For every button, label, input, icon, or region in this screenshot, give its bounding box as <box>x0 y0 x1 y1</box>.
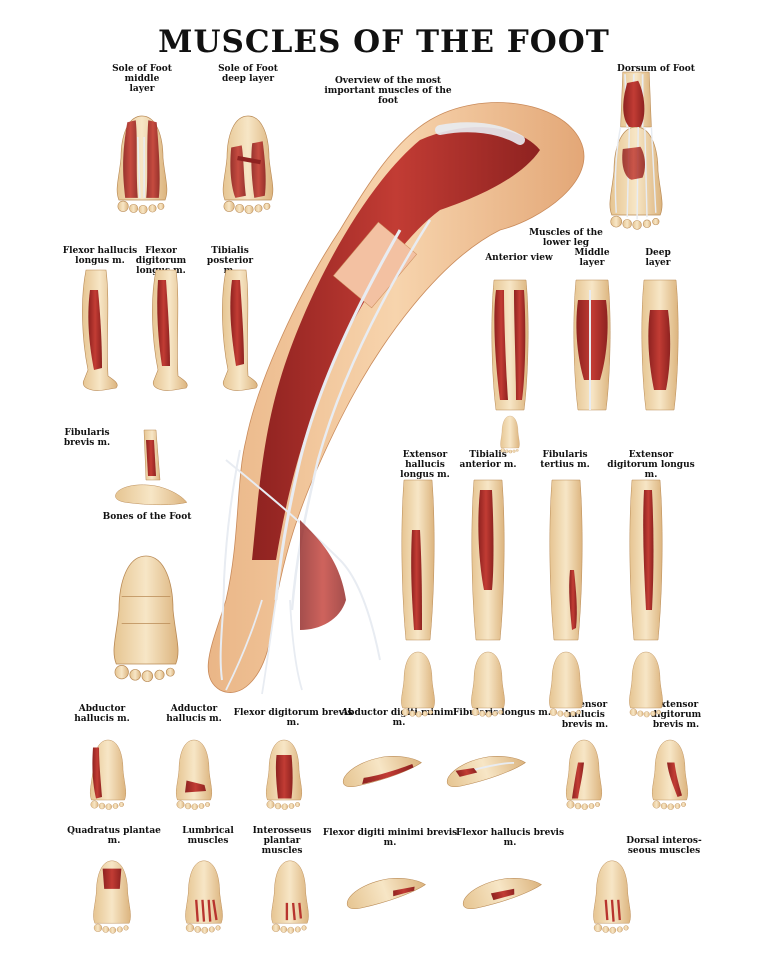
label-sole-middle: Sole of Foot middle layer <box>112 64 172 94</box>
abductor-hallucis-figure <box>89 739 127 810</box>
label-dorsum: Dorsum of Foot <box>617 64 695 74</box>
fibularis-tertius-figure <box>549 479 583 718</box>
label-deep-layer: Deep layer <box>645 248 671 268</box>
label-middle-layer: Middle layer <box>574 248 610 268</box>
sole-middle-figure <box>116 115 168 214</box>
label-anterior-view: Anterior view <box>485 253 553 263</box>
label-extensor-hallucis-longus: Extensor hallucis longus m. <box>400 450 450 480</box>
label-flexor-digiti-minimi-brevis: Flexor digiti minimi brevis m. <box>322 828 458 848</box>
flexor-hallucis-brevis-figure <box>458 865 543 915</box>
interosseous-plantar-figure <box>271 860 309 934</box>
tibialis-posterior-figure <box>222 269 258 391</box>
flexor-hallucis-longus-figure <box>82 269 118 391</box>
label-fibularis-tertius: Fibularis tertius m. <box>540 450 590 470</box>
label-lower-leg: Muscles of the lower leg <box>529 228 603 248</box>
dorsum-figure <box>609 71 663 230</box>
label-sole-deep: Sole of Foot deep layer <box>218 64 278 84</box>
label-quadratus-plantae: Quadratus plantae m. <box>67 826 161 846</box>
page-title: MUSCLES OF THE FOOT <box>158 24 610 60</box>
quadratus-plantae-figure <box>93 860 131 934</box>
label-flexor-hallucis-longus: Flexor hallucis longus m. <box>62 246 138 266</box>
fibularis-longus-figure <box>442 743 527 793</box>
label-overview: Overview of the most important muscles o… <box>324 76 452 106</box>
flexor-digitorum-brevis-figure <box>265 739 303 810</box>
label-lumbrical: Lumbrical muscles <box>182 826 234 846</box>
label-interosseous-plantar: Interosseus plantar muscles <box>252 826 312 856</box>
lumbrical-figure <box>185 860 223 934</box>
abductor-digiti-minimi-figure <box>338 743 423 793</box>
extensor-hallucis-brevis-figure <box>565 739 603 810</box>
label-extensor-digitorum-brevis: Extensor digitorum brevis m. <box>650 700 702 730</box>
bones-of-foot-figure <box>113 555 179 682</box>
middle-layer-figure <box>573 279 611 411</box>
flexor-digitorum-longus-figure <box>152 269 188 391</box>
label-extensor-hallucis-brevis: Extensor hallucis brevis m. <box>561 700 609 730</box>
sole-deep-figure <box>222 115 274 214</box>
label-fibularis-brevis: Fibularis brevis m. <box>63 428 111 448</box>
extensor-digitorum-brevis-figure <box>651 739 689 810</box>
dorsal-interosseous-figure <box>593 860 631 934</box>
label-bones: Bones of the Foot <box>102 512 192 522</box>
label-extensor-digitorum-longus: Extensor digitorum longus m. <box>607 450 695 480</box>
label-tibialis-anterior: Tibialis anterior m. <box>459 450 517 470</box>
tibialis-anterior-figure <box>471 479 505 718</box>
extensor-hallucis-longus-figure <box>401 479 435 718</box>
label-abductor-digiti-minimi: Abductor digiti minimi m. <box>341 708 457 728</box>
deep-layer-figure <box>641 279 679 411</box>
fibularis-brevis-figure <box>115 429 188 506</box>
overview-leg-figure <box>207 102 585 695</box>
label-adductor-hallucis: Adductor hallucis m. <box>166 704 222 724</box>
label-flexor-hallucis-brevis: Flexor hallucis brevis m. <box>455 828 565 848</box>
extensor-digitorum-longus-figure <box>629 479 663 718</box>
label-flexor-digitorum-brevis: Flexor digitorum brevis m. <box>233 708 353 728</box>
anterior-view-figure <box>491 279 529 454</box>
adductor-hallucis-figure <box>175 739 213 810</box>
label-dorsal-interosseous: Dorsal interos-seous muscles <box>626 836 702 856</box>
flexor-digiti-minimi-brevis-figure <box>342 865 427 915</box>
label-abductor-hallucis: Abductor hallucis m. <box>74 704 130 724</box>
